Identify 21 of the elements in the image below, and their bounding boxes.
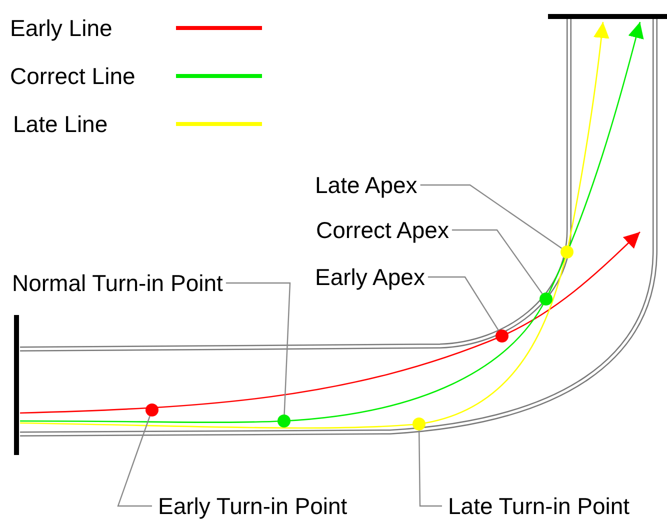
legend-label: Early Line bbox=[10, 15, 112, 41]
leader-line bbox=[452, 229, 543, 294]
leader-line bbox=[418, 430, 442, 507]
leader-line bbox=[117, 416, 152, 507]
leader-line bbox=[226, 282, 291, 415]
callout-label: Correct Apex bbox=[316, 217, 449, 243]
legend-label: Late Line bbox=[13, 111, 108, 137]
marker-dot bbox=[146, 404, 158, 416]
callout-label: Late Apex bbox=[315, 172, 418, 198]
callout-label: Late Turn-in Point bbox=[448, 493, 630, 519]
marker-dot bbox=[496, 330, 508, 342]
marker-dot bbox=[560, 246, 574, 258]
legend-label: Correct Line bbox=[10, 63, 136, 89]
leader-line bbox=[428, 276, 500, 331]
callout-label: Normal Turn-in Point bbox=[12, 270, 223, 296]
leader-line bbox=[420, 184, 562, 249]
marker-dot bbox=[278, 414, 290, 428]
marker-dot bbox=[412, 418, 426, 430]
callout-label: Early Turn-in Point bbox=[158, 493, 348, 519]
callout-label: Early Apex bbox=[315, 264, 425, 290]
marker-dot bbox=[540, 292, 552, 306]
